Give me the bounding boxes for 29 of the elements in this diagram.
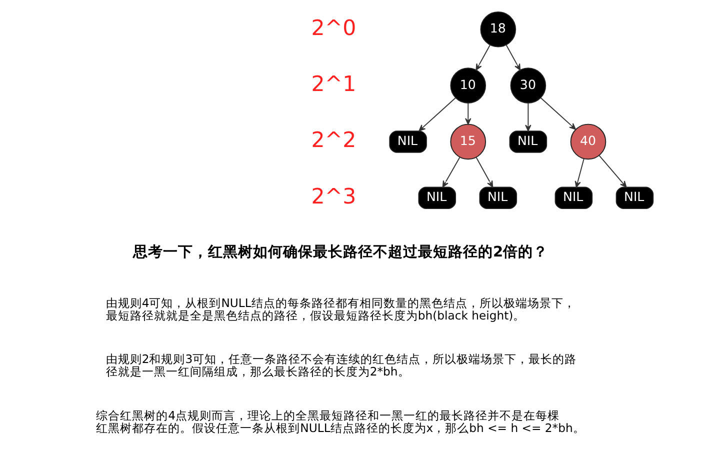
label: 2^2 bbox=[310, 128, 356, 154]
node-circle: 10 bbox=[450, 68, 486, 104]
node-circle: 30 bbox=[510, 68, 546, 104]
arrow bbox=[505, 44, 520, 70]
arrow bbox=[540, 98, 576, 130]
arrow bbox=[418, 98, 456, 132]
node-box: NIL bbox=[554, 186, 592, 210]
label: 由规则2和规则3可知，任意一条路径不会有连续的红色结点，所以极端场景下，最长的路径就是一黑一红间隔组成，那么最长路径的长度为2*bh。 bbox=[105, 352, 576, 379]
node-circle: 15 bbox=[450, 124, 486, 160]
arrow bbox=[475, 44, 490, 70]
node-box: NIL bbox=[615, 186, 654, 210]
arrow bbox=[442, 156, 460, 188]
node-box: NIL bbox=[418, 186, 456, 210]
label: 由规则4可知，从根到NULL结点的每条路径都有相同数量的黑色结点，所以极端场景下，最短路径就就是全是黑色结点的路径，假设最短路径长度为bh(black height)。 bbox=[105, 296, 575, 323]
node-box: NIL bbox=[508, 130, 547, 153]
node-circle: 40 bbox=[570, 124, 606, 160]
label: 2^0 bbox=[310, 16, 356, 41]
arrow bbox=[475, 156, 493, 188]
label: 2^3 bbox=[310, 184, 356, 210]
arrow bbox=[464, 102, 471, 125]
label: 思考一下，红黑树如何确保最长路径不超过最短路径的2倍的？ bbox=[132, 244, 548, 261]
node-box: NIL bbox=[388, 130, 426, 153]
arrow bbox=[574, 158, 584, 188]
label: 2^1 bbox=[310, 72, 356, 97]
node-box: NIL bbox=[478, 186, 517, 210]
arrow bbox=[598, 155, 626, 188]
node-circle: 18 bbox=[480, 11, 516, 48]
label: 综合红黑树的4点规则而言，理论上的全黑最短路径和一黑一红的最长路径并不是在每棵红黑树都存在的。假设任意一条从根到NULL结点路径的长度为x，那么bh <= h <= 2*bh。 bbox=[96, 408, 584, 435]
arrow bbox=[524, 102, 531, 132]
